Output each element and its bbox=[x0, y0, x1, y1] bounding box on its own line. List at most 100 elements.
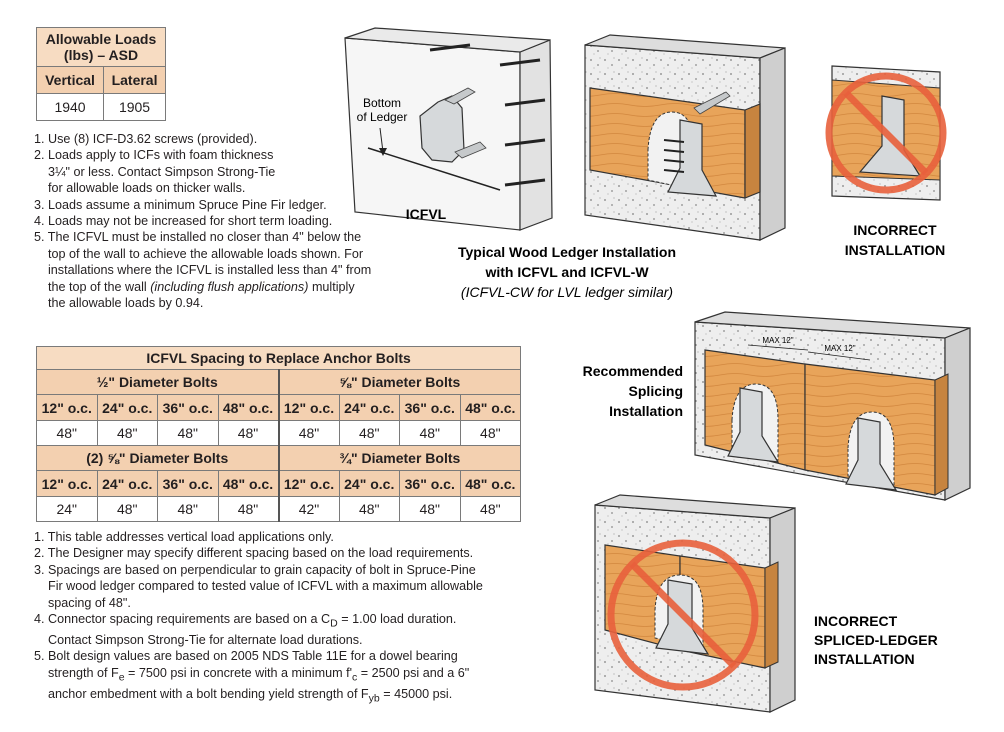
allowable-loads-title: Allowable Loads (lbs) – ASD bbox=[36, 27, 166, 67]
load-note-part: multiply bbox=[311, 279, 355, 294]
incorrect-spliced-label: INSTALLATION bbox=[814, 651, 915, 667]
load-note: 3¼" or less. Contact Simpson Strong-Tie bbox=[48, 164, 276, 179]
note-sub: yb bbox=[368, 692, 380, 705]
load-note: 1. Use (8) ICF-D3.62 screws (provided). bbox=[34, 132, 258, 146]
ledger-end bbox=[744, 103, 761, 199]
load-note-part: the top of the wall bbox=[48, 279, 147, 294]
spacing-cell: 48" bbox=[157, 420, 219, 446]
note-part: strength of F bbox=[48, 665, 119, 680]
typical-caption-italic: (ICFVL-CW for LVL ledger similar) bbox=[461, 284, 673, 300]
load-note: the allowable loads by 0.94. bbox=[48, 296, 204, 311]
tie-rods bbox=[429, 43, 546, 187]
spacing-cell: 48" bbox=[277, 420, 340, 446]
recommended-label: Recommended bbox=[583, 363, 683, 379]
spacing-note: Fir wood ledger compared to tested value… bbox=[48, 579, 483, 594]
spacing-cell: 24" bbox=[36, 496, 98, 522]
allowable-loads-table: Allowable Loads (lbs) – ASD Vertical Lat… bbox=[35, 27, 166, 121]
ledger-end bbox=[764, 561, 779, 669]
incorrect-label: INCORRECT bbox=[853, 222, 937, 238]
lateral-value: 1905 bbox=[103, 93, 166, 121]
wall-side bbox=[944, 327, 971, 501]
spacing-note: 2. The Designer may specify different sp… bbox=[34, 546, 474, 561]
spacing-note: 5. Bolt design values are based on 2005 … bbox=[34, 649, 458, 664]
note-part: = 45000 psi. bbox=[379, 686, 453, 701]
spacing-cell: 48" bbox=[459, 496, 522, 522]
spacing-header: 24" o.c. bbox=[338, 394, 400, 421]
incorrect-spliced-label: SPLICED-LEDGER bbox=[814, 632, 938, 648]
spacing-notes: 1. This table addresses vertical load ap… bbox=[34, 529, 504, 707]
incorrect-spliced-label: INCORRECT bbox=[814, 613, 898, 629]
connector-tab bbox=[444, 87, 476, 105]
typical-caption: with ICFVL and ICFVL-W bbox=[484, 264, 649, 280]
spacing-header: 48" o.c. bbox=[459, 394, 522, 421]
incorrect-installation-figure: INCORRECT INSTALLATION bbox=[825, 65, 947, 258]
group-header: ½" Diameter Bolts bbox=[36, 369, 279, 395]
spacing-header: 48" o.c. bbox=[217, 470, 279, 497]
note-part: = 1.00 load duration. bbox=[337, 612, 457, 627]
spacing-note: spacing of 48". bbox=[48, 595, 131, 610]
note-sub: c bbox=[352, 671, 358, 684]
spacing-cell: 48" bbox=[217, 496, 279, 522]
spacing-table-title: ICFVL Spacing to Replace Anchor Bolts bbox=[35, 346, 522, 370]
group-header: ¾" Diameter Bolts bbox=[277, 445, 522, 471]
incorrect-label: INSTALLATION bbox=[845, 242, 946, 258]
foam-block-side bbox=[519, 39, 553, 231]
screws bbox=[663, 139, 685, 173]
spacing-note: Contact Simpson Strong-Tie for alternate… bbox=[48, 632, 363, 647]
vertical-value: 1940 bbox=[35, 93, 105, 121]
ledger-bottom-line bbox=[367, 147, 501, 191]
prohibition-circle bbox=[825, 72, 947, 194]
spacing-cell: 48" bbox=[96, 496, 158, 522]
spacing-cell: 48" bbox=[157, 496, 219, 522]
icfvl-label: ICFVL bbox=[406, 206, 447, 222]
load-note: for allowable loads on thicker walls. bbox=[48, 181, 246, 196]
arrow-head bbox=[379, 148, 387, 156]
load-notes: 1. Use (8) ICF-D3.62 screws (provided). … bbox=[34, 131, 379, 311]
wall-side bbox=[759, 47, 786, 241]
lateral-header: Lateral bbox=[103, 66, 166, 94]
spacing-cell: 48" bbox=[459, 420, 522, 446]
recommended-splicing-figure: MAX 12" MAX 12" Recommended Splicing Ins… bbox=[583, 311, 971, 501]
spacing-cell: 42" bbox=[277, 496, 340, 522]
bottom-of-ledger-label: Bottom bbox=[363, 96, 401, 110]
spacing-cell: 48" bbox=[36, 420, 98, 446]
note-sub: D bbox=[330, 617, 338, 630]
note-part: = 2500 psi and a 6" bbox=[357, 665, 470, 680]
typical-installation-figure: Typical Wood Ledger Installation with IC… bbox=[458, 34, 786, 300]
spacing-note: 4. Connector spacing requirements are ba… bbox=[34, 611, 504, 632]
load-note: 5. The ICFVL must be installed no closer… bbox=[34, 230, 362, 245]
note-sub: e bbox=[118, 671, 125, 684]
icfvl-connector bbox=[667, 119, 718, 197]
load-note-italic: (including flush applications) bbox=[150, 279, 309, 294]
vertical-header: Vertical bbox=[35, 66, 105, 94]
dimension-line bbox=[807, 351, 871, 361]
spacing-header: 36" o.c. bbox=[399, 394, 461, 421]
spacing-note: 1. This table addresses vertical load ap… bbox=[34, 530, 334, 544]
icfvl-connector bbox=[727, 387, 780, 463]
bottom-of-ledger-label: of Ledger bbox=[357, 110, 408, 124]
spacing-cell: 48" bbox=[399, 496, 461, 522]
load-note: 2. Loads apply to ICFs with foam thickne… bbox=[34, 148, 274, 163]
spacing-header: 24" o.c. bbox=[96, 470, 158, 497]
spacing-cell: 48" bbox=[399, 420, 461, 446]
note-part: = 7500 psi in concrete with a minimum f' bbox=[124, 665, 352, 680]
spacing-cell: 48" bbox=[96, 420, 158, 446]
spacing-header: 12" o.c. bbox=[277, 470, 340, 497]
note-part: 4. Connector spacing requirements are ba… bbox=[34, 612, 331, 627]
typical-caption: Typical Wood Ledger Installation bbox=[458, 244, 676, 260]
max-12-label: MAX 12" bbox=[762, 336, 793, 345]
connector-tab bbox=[454, 141, 487, 159]
spacing-header: 12" o.c. bbox=[36, 394, 98, 421]
prohibition-slash bbox=[629, 561, 737, 669]
recommended-label: Installation bbox=[609, 403, 683, 419]
spacing-header: 36" o.c. bbox=[399, 470, 461, 497]
load-note: 4. Loads may not be increased for short … bbox=[34, 214, 333, 229]
icfvl-figure: Bottom of Ledger ICFVL bbox=[344, 27, 553, 231]
recommended-label: Splicing bbox=[629, 383, 683, 399]
spacing-header: 24" o.c. bbox=[96, 394, 158, 421]
load-note: the top of the wall (including flush app… bbox=[34, 279, 379, 295]
spacing-header: 36" o.c. bbox=[157, 394, 219, 421]
spacing-cell: 48" bbox=[338, 496, 400, 522]
max-12-label: MAX 12" bbox=[824, 344, 855, 353]
